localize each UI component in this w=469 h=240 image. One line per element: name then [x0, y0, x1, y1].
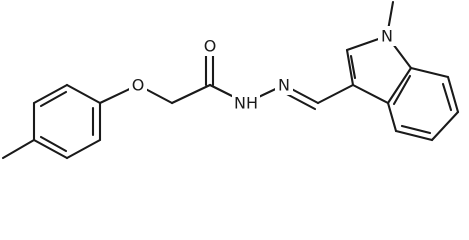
aromatic-double-bond: [441, 82, 453, 112]
bond: [394, 129, 434, 142]
label-background: [378, 26, 396, 46]
label-background: [129, 75, 147, 95]
atom-labels: O O NH N N: [129, 26, 396, 113]
bonds: [1, 0, 460, 160]
ch2-carbonyl-bond: [170, 83, 212, 105]
bond: [446, 75, 460, 114]
bond: [65, 83, 102, 105]
bond: [32, 138, 69, 160]
bond: [386, 66, 413, 105]
bond: [430, 110, 460, 142]
bond: [32, 83, 69, 105]
label-background: [232, 93, 260, 113]
ether-oxygen-label: O: [132, 76, 145, 95]
aromatic-double-bond: [39, 135, 68, 153]
carbonyl-oxygen-label: O: [204, 37, 217, 56]
tolyl-methyl-bond: [1, 138, 36, 160]
indole-benzene-ring: [386, 66, 460, 142]
bond: [351, 83, 390, 105]
label-background: [201, 36, 219, 56]
aromatic-double-bond: [39, 90, 68, 108]
bond: [409, 66, 450, 79]
bond: [65, 138, 102, 160]
aromatic-double-bond: [392, 74, 412, 106]
ch-indole-bond: [316, 83, 355, 105]
bond: [345, 48, 355, 87]
label-background: [275, 75, 293, 95]
aromatic-double-bond: [349, 54, 357, 80]
hydrazone-n-label: N: [278, 76, 290, 95]
molecule-structure-diagram: O O NH N N: [1, 0, 460, 160]
indole-n-label: N: [381, 27, 393, 46]
bond: [386, 101, 398, 133]
amide-nh-label: NH: [234, 94, 258, 113]
tolyl-ring: [32, 83, 102, 160]
aromatic-double-bond: [400, 124, 432, 135]
